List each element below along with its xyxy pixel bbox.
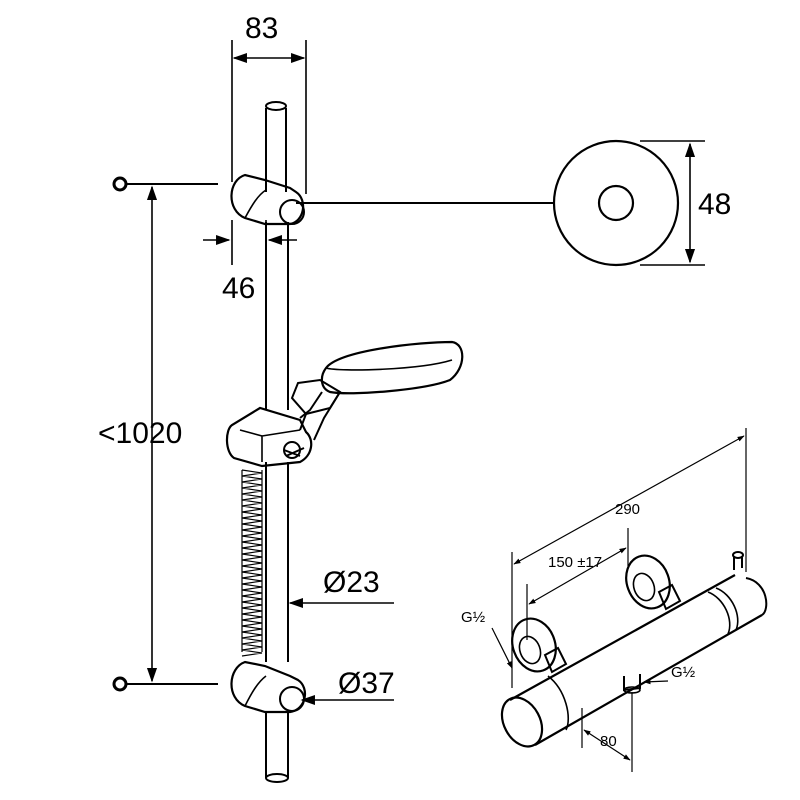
rail-upper bbox=[265, 222, 289, 410]
rail-bottom-cap bbox=[265, 773, 289, 783]
rose-outer-circle bbox=[552, 139, 680, 267]
dim-label-d37: Ø37 bbox=[338, 667, 395, 700]
thermostat-right-end bbox=[745, 577, 768, 616]
rail-bottom-end bbox=[265, 712, 289, 778]
bottom-outlet bbox=[623, 674, 641, 692]
dim-label-83: 83 bbox=[245, 12, 278, 45]
dimension-lines bbox=[146, 40, 705, 706]
rose-inner-circle bbox=[597, 184, 635, 222]
bottom-wall-bracket bbox=[230, 660, 307, 714]
rose-side-view bbox=[296, 139, 680, 267]
thermostat-left-end bbox=[500, 696, 544, 748]
dim-label-46: 46 bbox=[222, 272, 255, 305]
top-wall-bracket bbox=[230, 173, 305, 226]
right-knob-ring bbox=[707, 587, 739, 635]
fixing-point-bottom bbox=[112, 676, 128, 692]
label-outlet-bottom: G½ bbox=[671, 664, 696, 681]
dim-label-290: 290 bbox=[615, 501, 640, 518]
dim-label-48: 48 bbox=[698, 188, 731, 221]
dim-label-1020: <1020 bbox=[98, 417, 182, 450]
left-knob-ring bbox=[547, 675, 570, 731]
rail-top-rod bbox=[265, 108, 287, 192]
thermostat-mixer bbox=[491, 428, 768, 772]
sliding-holder bbox=[225, 378, 342, 468]
hand-shower-head bbox=[299, 340, 464, 441]
label-inlet-left: G½ bbox=[461, 609, 486, 626]
shower-hose bbox=[241, 469, 263, 657]
rail-top-cap bbox=[265, 101, 287, 111]
rail-lower bbox=[265, 462, 289, 662]
dim-label-d23: Ø23 bbox=[323, 566, 380, 599]
dim-label-80: 80 bbox=[600, 733, 617, 750]
wall-connection-left bbox=[511, 617, 568, 674]
shower-rail-assembly bbox=[112, 101, 464, 783]
dim-label-150: 150 ±17 bbox=[548, 554, 602, 571]
fixing-point-top bbox=[112, 176, 128, 192]
